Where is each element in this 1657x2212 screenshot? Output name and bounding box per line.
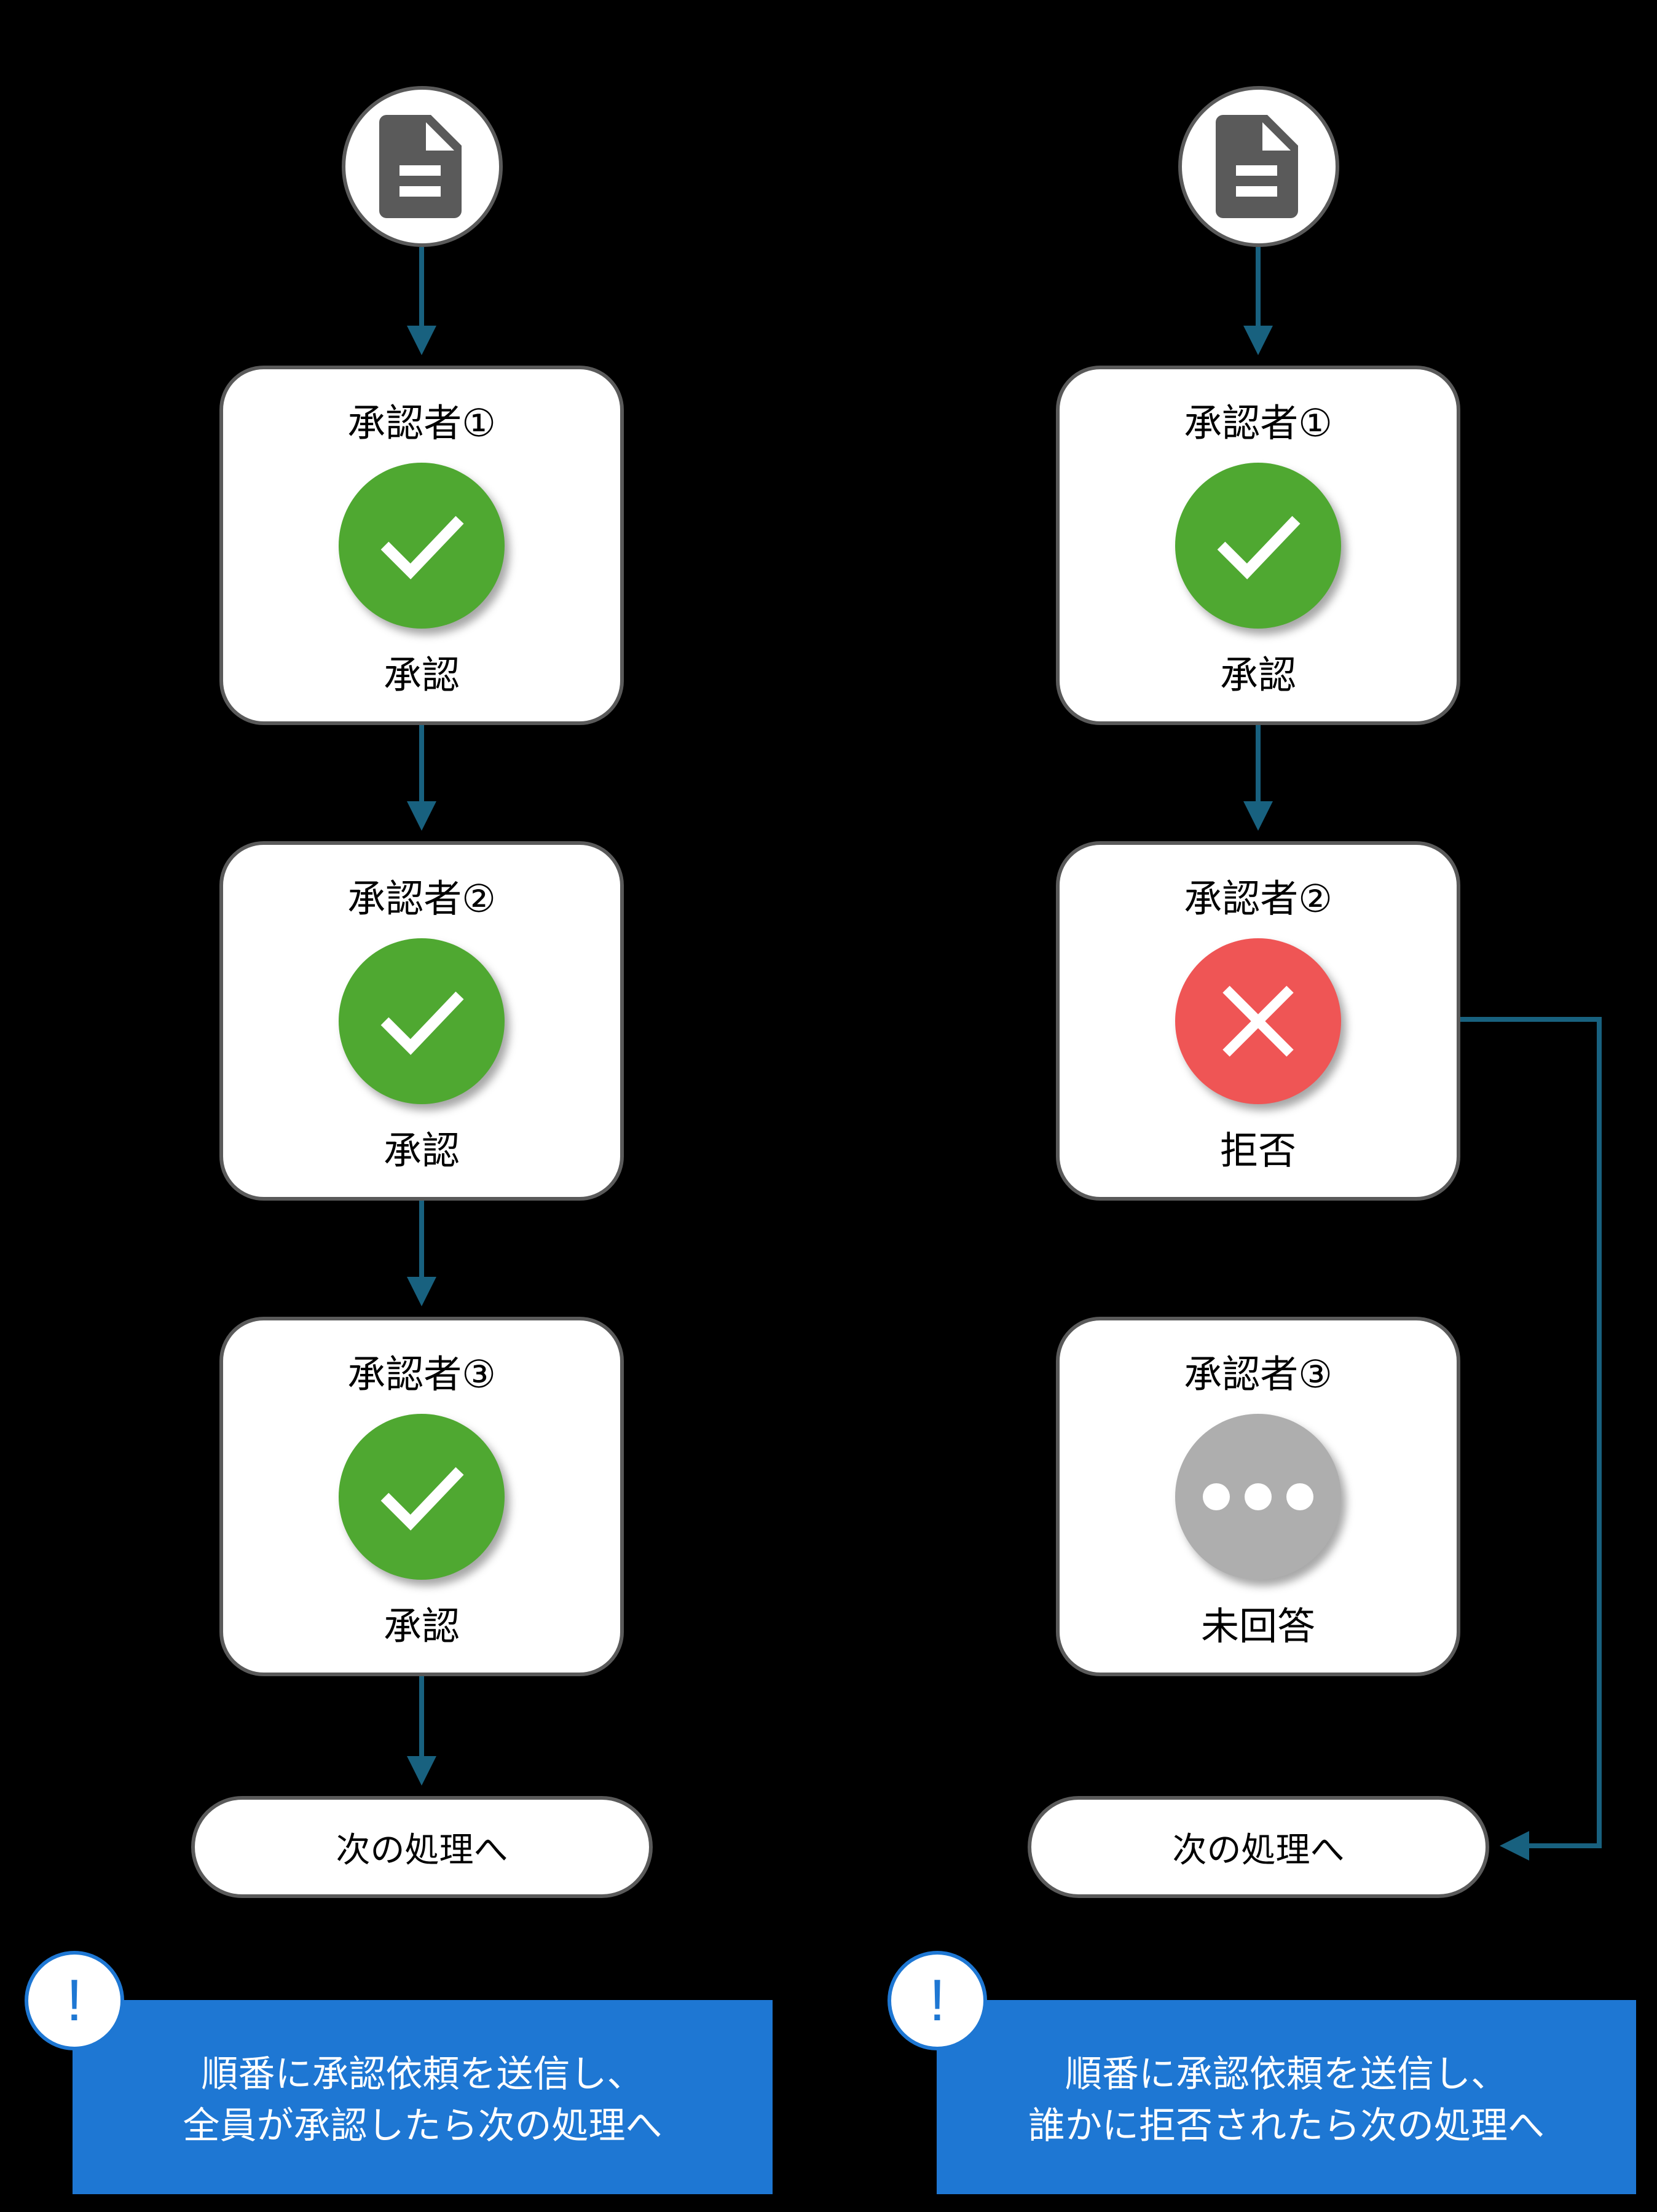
exclamation-icon: ! [888, 1951, 987, 2050]
exclamation-icon: ! [25, 1951, 124, 2050]
status-label: 承認 [1219, 653, 1296, 697]
document-start-node-left [342, 86, 503, 247]
note-line-2: 全員が承認したら次の処理へ [183, 2104, 663, 2147]
approver-title: 承認者① [347, 401, 496, 445]
arrow-rejected-to-next-right [1460, 1017, 1602, 1861]
approver-card-1-right: 承認者① 承認 [1056, 366, 1460, 725]
status-approved-badge [1175, 463, 1341, 629]
note-box-right: 順番に承認依頼を送信し、 誰かに拒否されたら次の処理へ [937, 2000, 1636, 2194]
approver-card-3-left: 承認者③ 承認 [219, 1317, 624, 1676]
approver-title: 承認者② [1184, 876, 1332, 921]
status-approved-badge [339, 938, 505, 1104]
approver-card-1-left: 承認者① 承認 [219, 366, 624, 725]
check-icon [380, 1467, 464, 1531]
note-box-left: 順番に承認依頼を送信し、 全員が承認したら次の処理へ [73, 2000, 773, 2194]
approver-title: 承認者③ [347, 1352, 496, 1397]
note-line-1: 順番に承認依頼を送信し、 [201, 2053, 644, 2096]
next-step-node-left: 次の処理へ [191, 1796, 653, 1898]
next-step-node-right: 次の処理へ [1028, 1796, 1489, 1898]
document-icon [379, 115, 462, 218]
check-icon [380, 516, 464, 579]
status-pending-badge [1175, 1414, 1341, 1580]
approver-title: 承認者① [1184, 401, 1332, 445]
status-approved-badge [339, 463, 505, 629]
document-start-node-right [1178, 86, 1339, 247]
approver-card-3-right: 承認者③ 未回答 [1056, 1317, 1460, 1676]
status-label: 未回答 [1200, 1604, 1315, 1649]
document-icon [1216, 115, 1298, 218]
status-label: 承認 [383, 653, 460, 697]
x-icon [1222, 986, 1294, 1057]
approver-card-2-left: 承認者② 承認 [219, 841, 624, 1201]
status-approved-badge [339, 1414, 505, 1580]
note-line-2: 誰かに拒否されたら次の処理へ [1028, 2104, 1545, 2147]
approver-title: 承認者③ [1184, 1352, 1332, 1397]
ellipsis-icon [1203, 1483, 1313, 1510]
note-line-1: 順番に承認依頼を送信し、 [1065, 2053, 1508, 2096]
approver-title: 承認者② [347, 876, 496, 921]
status-label: 拒否 [1219, 1128, 1296, 1173]
check-icon [1217, 516, 1301, 579]
status-label: 承認 [383, 1128, 460, 1173]
status-rejected-badge [1175, 938, 1341, 1104]
approver-card-2-right: 承認者② 拒否 [1056, 841, 1460, 1201]
status-label: 承認 [383, 1604, 460, 1649]
check-icon [380, 991, 464, 1055]
